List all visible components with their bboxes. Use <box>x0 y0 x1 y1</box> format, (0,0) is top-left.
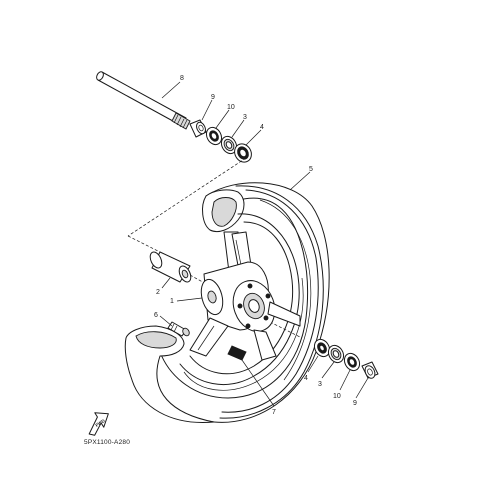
callout-collar-bottom: 9 <box>353 400 357 407</box>
callout-seal-bottom: 10 <box>333 393 341 400</box>
callout-bearing-top: 3 <box>243 114 247 121</box>
callout-balance-weight: 7 <box>272 409 276 416</box>
tire[interactable] <box>124 182 330 424</box>
oil-seal-top[interactable] <box>203 125 224 148</box>
balance-weight[interactable] <box>227 345 247 361</box>
callout-tire: 5 <box>309 166 313 173</box>
callout-valve: 6 <box>154 312 158 319</box>
spacer-bottom[interactable] <box>311 337 332 360</box>
callout-seal-top: 10 <box>227 104 235 111</box>
spacer-top[interactable] <box>231 141 254 165</box>
spacer-tube[interactable] <box>148 250 193 284</box>
callout-spacer-top: 4 <box>260 124 264 131</box>
callout-axle: 8 <box>180 75 184 82</box>
callout-rim: 1 <box>170 298 174 305</box>
callout-spacer-tube: 2 <box>156 289 160 296</box>
callout-spacer-bottom: 4 <box>304 375 308 382</box>
fwd-arrow-icon: FWD <box>88 412 109 436</box>
bearing-top[interactable] <box>218 134 239 157</box>
callout-bearing-bottom: 3 <box>318 381 322 388</box>
rim[interactable] <box>179 213 304 391</box>
valve[interactable] <box>167 321 191 337</box>
bearing-bottom[interactable] <box>325 343 346 366</box>
fwd-label: FWD <box>94 418 106 428</box>
leader-lines <box>159 81 369 407</box>
oil-seal-bottom[interactable] <box>341 351 362 374</box>
collar-bottom[interactable] <box>361 361 379 380</box>
collar-top[interactable] <box>189 119 207 138</box>
callout-numbers: 8 9 10 3 4 5 2 1 6 4 3 10 9 7 <box>154 75 357 416</box>
diagram-code: 5PX1100-A280 <box>84 439 130 446</box>
callout-collar-top: 9 <box>211 94 215 101</box>
axle[interactable] <box>95 71 191 130</box>
